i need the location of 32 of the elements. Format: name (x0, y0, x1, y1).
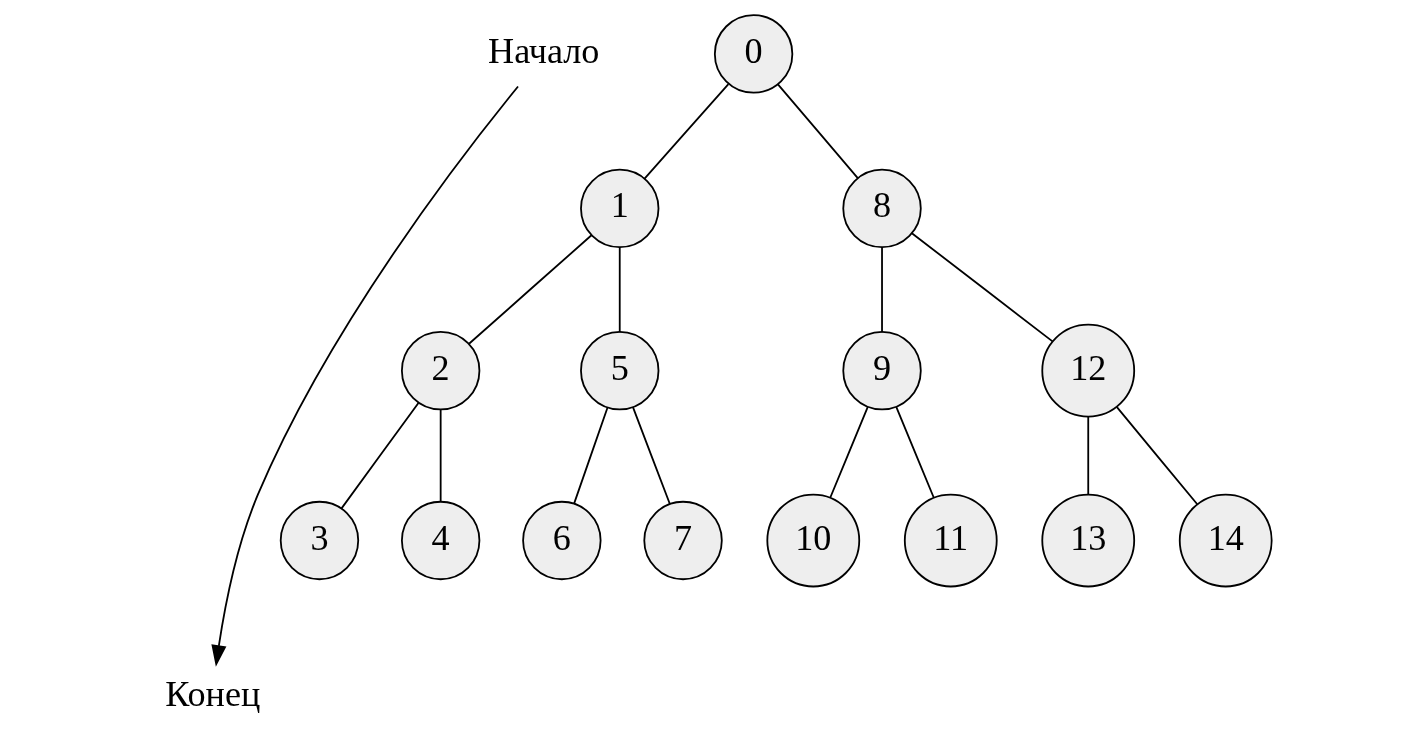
connector (1086, 416, 1089, 495)
node-circle: 12 (1040, 323, 1135, 418)
connector (910, 232, 1053, 343)
node-circle: 11 (903, 493, 998, 588)
node-circle: 1 (579, 168, 659, 249)
node-circle: 13 (1040, 493, 1135, 588)
node-text: Начало (487, 30, 599, 71)
connector (631, 406, 671, 506)
connector (829, 406, 869, 499)
connector (776, 83, 859, 180)
connector (572, 406, 608, 505)
node-text: Конец (164, 673, 260, 714)
connector (340, 402, 419, 510)
node-circle: 9 (841, 330, 922, 411)
node-circle: 5 (579, 330, 659, 411)
node-circle: 4 (400, 500, 480, 581)
connector (618, 246, 621, 334)
connector (894, 406, 934, 499)
connector (1115, 406, 1198, 506)
arrow (210, 85, 519, 667)
node-circle: 6 (521, 500, 602, 581)
node-circle: 8 (841, 168, 922, 249)
connector (880, 246, 883, 334)
node-circle: 10 (765, 493, 860, 588)
node-circle: 3 (279, 500, 359, 581)
node-circle: 2 (400, 330, 480, 411)
connector (439, 408, 442, 503)
node-circle: 0 (713, 14, 793, 94)
connector (642, 83, 729, 180)
connector (467, 234, 593, 345)
node-circle: 14 (1178, 493, 1273, 588)
node-circle: 7 (642, 500, 723, 581)
